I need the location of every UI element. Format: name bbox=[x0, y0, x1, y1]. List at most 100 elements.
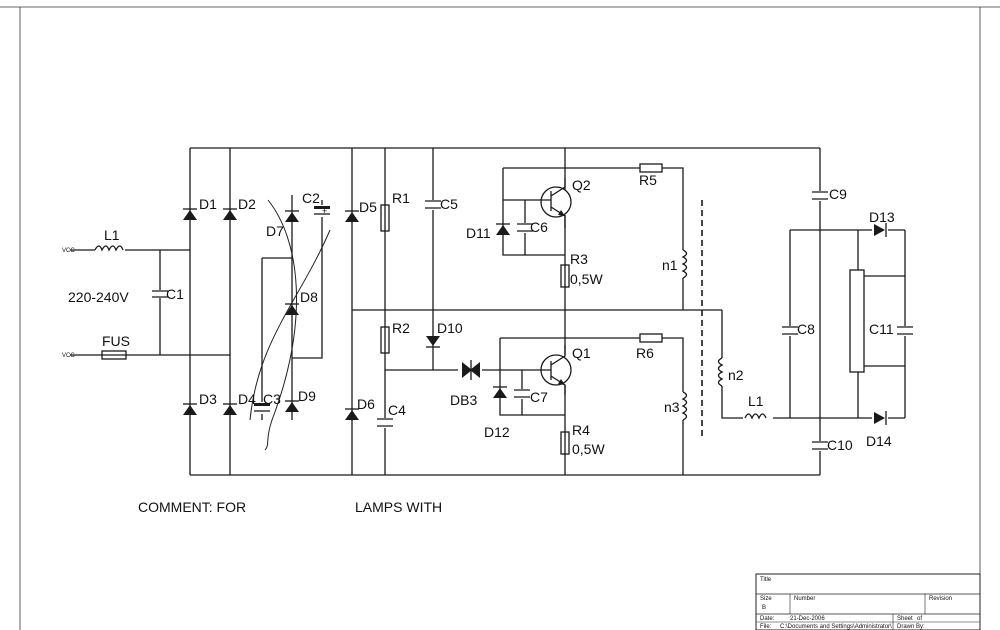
capacitor-c7 bbox=[512, 389, 532, 399]
label-r3: R3 bbox=[570, 251, 588, 267]
transistor-q1 bbox=[540, 345, 572, 395]
inductor-l1-output bbox=[743, 412, 773, 424]
label-l1-output: L1 bbox=[748, 393, 764, 409]
diode-d1 bbox=[183, 208, 197, 220]
title-label: Title bbox=[760, 577, 772, 583]
diode-d10 bbox=[426, 336, 440, 348]
title-block: Title Size B Number Revision Date: 21-De… bbox=[755, 573, 981, 630]
label-l1-input: L1 bbox=[104, 227, 120, 243]
diode-d13 bbox=[872, 223, 888, 237]
label-r1: R1 bbox=[392, 190, 410, 206]
transistor-q2 bbox=[540, 178, 572, 228]
label-d1: D1 bbox=[199, 196, 217, 212]
capacitor-c5 bbox=[423, 200, 443, 210]
label-voltage: 220-240V bbox=[68, 289, 129, 305]
label-d6: D6 bbox=[357, 396, 375, 412]
diode-d12 bbox=[493, 386, 507, 398]
resistor-r4 bbox=[560, 431, 570, 455]
winding-n3 bbox=[678, 391, 690, 421]
label-n3: n3 bbox=[664, 399, 680, 415]
diode-d5 bbox=[345, 210, 359, 222]
label-r2: R2 bbox=[392, 320, 410, 336]
diode-d6 bbox=[345, 408, 359, 420]
label-c7: C7 bbox=[530, 389, 548, 405]
label-r3-rating: 0,5W bbox=[570, 271, 603, 287]
label-c1: C1 bbox=[166, 286, 184, 302]
capacitor-c1 bbox=[150, 290, 170, 298]
number-label: Number bbox=[794, 596, 815, 602]
label-d3: D3 bbox=[199, 391, 217, 407]
label-d12: D12 bbox=[484, 424, 510, 440]
capacitor-c10 bbox=[810, 441, 830, 451]
label-n1: n1 bbox=[662, 257, 678, 273]
comment-prefix: COMMENT: FOR bbox=[138, 499, 246, 515]
label-q1: Q1 bbox=[572, 345, 591, 361]
label-d8: D8 bbox=[300, 289, 318, 305]
comment-middle: LAMPS WITH bbox=[355, 499, 442, 515]
fuse-fus bbox=[101, 350, 127, 360]
capacitor-c3 bbox=[252, 402, 272, 414]
diode-d4 bbox=[223, 403, 237, 415]
label-c11: C11 bbox=[869, 321, 894, 337]
diode-d2 bbox=[223, 208, 237, 220]
label-q2: Q2 bbox=[572, 177, 591, 193]
inductor-l1-input bbox=[94, 244, 125, 256]
capacitor-c8 bbox=[780, 326, 800, 336]
diac-db3 bbox=[458, 360, 482, 380]
label-n2: n2 bbox=[728, 367, 744, 383]
label-d4: D4 bbox=[238, 391, 256, 407]
resistor-r3 bbox=[560, 264, 570, 288]
label-d2: D2 bbox=[238, 196, 256, 212]
label-r6: R6 bbox=[636, 345, 654, 361]
label-d13: D13 bbox=[869, 209, 895, 225]
resistor-r2 bbox=[380, 326, 390, 354]
label-fus: FUS bbox=[102, 333, 130, 349]
file-label: File: bbox=[760, 624, 772, 630]
file-value: C:\Documents and Settings\Administrator\ bbox=[780, 624, 892, 630]
component-labels: D1 D2 D3 D4 D7 D8 D9 D5 D6 D10 D11 D12 D… bbox=[62, 172, 895, 457]
label-vcc-top: VCC bbox=[62, 248, 75, 254]
resistor-r6 bbox=[639, 333, 663, 343]
capacitor-c2 bbox=[312, 205, 332, 217]
label-r4-rating: 0,5W bbox=[572, 441, 605, 457]
diode-d9 bbox=[285, 400, 299, 412]
label-vcc-bottom: VCC bbox=[62, 353, 75, 359]
winding-n1 bbox=[678, 249, 690, 279]
label-d14: D14 bbox=[866, 433, 892, 449]
diode-d7 bbox=[285, 210, 299, 222]
label-d9: D9 bbox=[298, 388, 316, 404]
label-d5: D5 bbox=[359, 199, 377, 215]
label-d11: D11 bbox=[466, 225, 491, 241]
label-plus: + bbox=[322, 206, 327, 216]
label-r4: R4 bbox=[572, 422, 590, 438]
resistor-r1 bbox=[380, 204, 390, 232]
diode-d14 bbox=[872, 411, 888, 425]
drawn-label: Drawn By: bbox=[897, 624, 925, 630]
label-d7: D7 bbox=[266, 223, 284, 239]
label-c3: C3 bbox=[263, 391, 281, 407]
diode-d3 bbox=[183, 403, 197, 415]
sheet-border bbox=[0, 6, 1000, 630]
label-c5: C5 bbox=[440, 196, 458, 212]
size-label: Size bbox=[760, 596, 772, 602]
size-value: B bbox=[762, 605, 766, 611]
diode-d11 bbox=[496, 223, 510, 235]
hand-annotation bbox=[249, 199, 331, 451]
label-c6: C6 bbox=[530, 219, 548, 235]
capacitor-c6 bbox=[515, 223, 535, 233]
comment: COMMENT: FOR LAMPS WITH bbox=[138, 499, 442, 515]
of-label: of bbox=[917, 616, 922, 622]
label-c9: C9 bbox=[829, 186, 847, 202]
label-c2: C2 bbox=[302, 190, 320, 206]
label-d10: D10 bbox=[437, 320, 463, 336]
label-c4: C4 bbox=[388, 402, 406, 418]
revision-label: Revision bbox=[929, 596, 952, 602]
capacitor-c11 bbox=[895, 326, 915, 336]
date-value: 21-Dec-2006 bbox=[790, 616, 825, 622]
label-c8: C8 bbox=[797, 321, 815, 337]
label-db3: DB3 bbox=[450, 392, 477, 408]
sheet-label: Sheet bbox=[897, 616, 913, 622]
label-r5: R5 bbox=[639, 172, 657, 188]
capacitor-c9 bbox=[810, 191, 830, 201]
